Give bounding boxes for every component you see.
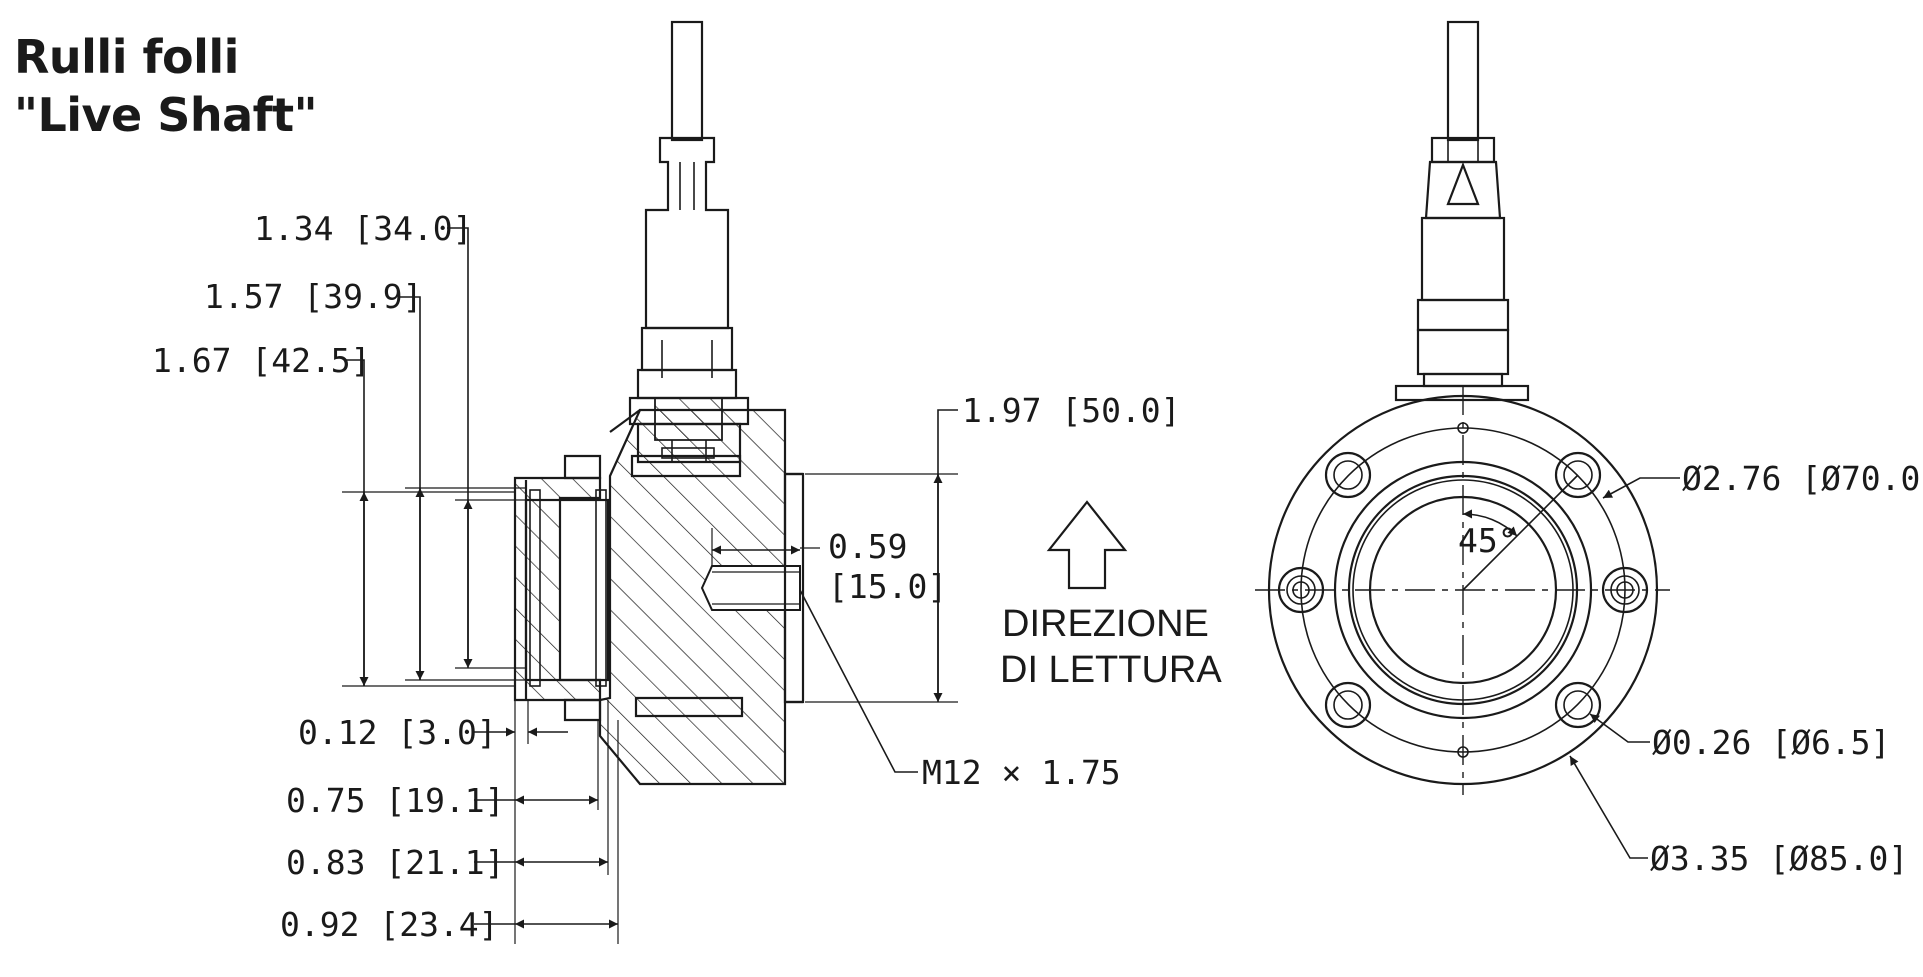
front-dimensions <box>1569 477 1680 859</box>
dia-2-76: Ø2.76 [Ø70.0] <box>1682 459 1923 498</box>
title: Rulli folli "Live Shaft" <box>14 28 318 144</box>
up-arrow-icon <box>1046 500 1128 590</box>
dim-0-59-in: 0.59 <box>828 527 907 566</box>
thread-callout: M12 × 1.75 <box>922 753 1121 792</box>
side-dimensions <box>342 227 958 944</box>
dim-1-67: 1.67 [42.5] <box>152 341 371 380</box>
body-section <box>598 408 787 786</box>
dim-0-83: 0.83 [21.1] <box>286 843 505 882</box>
direction-label-2: DI LETTURA <box>1000 649 1222 691</box>
dim-0-92: 0.92 [23.4] <box>280 905 499 944</box>
dim-0-75: 0.75 [19.1] <box>286 781 505 820</box>
cable-front <box>1394 20 1530 402</box>
dia-0-26: Ø0.26 [Ø6.5] <box>1652 723 1890 762</box>
angle-45: 45° <box>1458 521 1518 560</box>
mounting-holes <box>1277 451 1649 729</box>
dim-1-34: 1.34 [34.0] <box>254 209 473 248</box>
cable-side <box>636 20 738 400</box>
dia-3-35: Ø3.35 [Ø85.0] <box>1650 839 1908 878</box>
front-view <box>1255 20 1670 795</box>
dim-0-59-mm: [15.0] <box>828 567 947 606</box>
title-line-1: Rulli folli <box>14 30 239 84</box>
direction-indicator: DIREZIONE DI LETTURA <box>1000 500 1222 691</box>
title-line-2: "Live Shaft" <box>14 88 318 142</box>
dim-1-97: 1.97 [50.0] <box>962 391 1181 430</box>
direction-label-1: DIREZIONE <box>1002 603 1209 645</box>
dim-1-57: 1.57 [39.9] <box>204 277 423 316</box>
dim-0-12: 0.12 [3.0] <box>298 713 497 752</box>
side-view <box>513 20 805 786</box>
